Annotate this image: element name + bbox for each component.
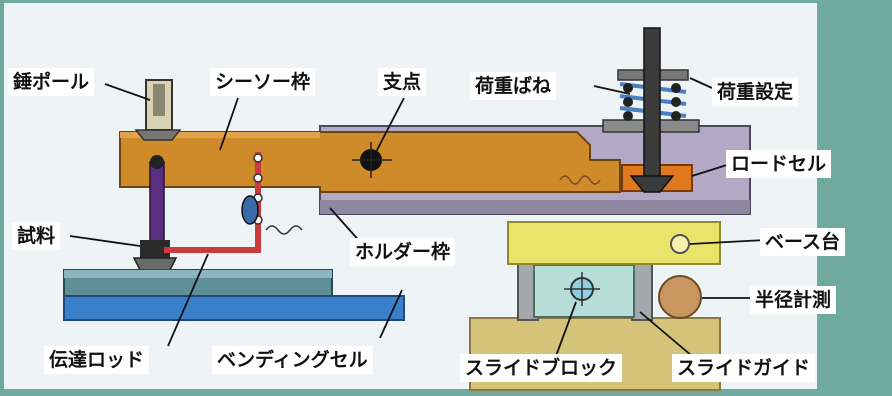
leader-transmission-rod — [167, 253, 209, 347]
label-bending-cell: ベンディングセル — [212, 346, 373, 374]
radius-roller — [658, 275, 702, 319]
leader-load-spring — [593, 85, 631, 95]
label-load-setting: 荷重設定 — [712, 78, 799, 106]
label-specimen: 試料 — [12, 222, 61, 250]
leader-bending-cell — [379, 289, 403, 339]
leader-slide-block — [555, 301, 577, 357]
bending-cell-body — [241, 195, 259, 225]
label-radius-measure: 半径計測 — [750, 286, 837, 314]
leader-fulcrum — [375, 97, 405, 153]
label-hammer-pole: 錘ポール — [8, 68, 95, 96]
label-seesaw-frame: シーソー枠 — [210, 68, 316, 96]
transmission-rod — [164, 152, 261, 253]
label-load-cell: ロードセル — [726, 150, 832, 178]
load-screw — [643, 27, 661, 191]
label-holder-frame: ホルダー枠 — [350, 238, 456, 266]
leader-hammer-pole — [104, 83, 151, 101]
label-slide-guide: スライドガイド — [672, 354, 816, 382]
label-transmission-rod: 伝達ロッド — [44, 346, 150, 374]
holder-frame-shadow — [320, 200, 750, 214]
leader-slide-guide — [639, 311, 693, 357]
label-load-spring: 荷重ばね — [470, 72, 557, 100]
leader-load-setting — [689, 77, 713, 89]
sample-stage-top — [64, 270, 332, 278]
blue-plate — [63, 295, 405, 321]
label-fulcrum: 支点 — [378, 68, 427, 96]
base-stand-pin — [670, 234, 690, 254]
specimen-clamp — [140, 240, 170, 258]
label-base-stand: ベース台 — [760, 228, 846, 256]
leader-base-stand — [689, 239, 766, 245]
leader-specimen — [69, 235, 141, 247]
leader-load-cell — [691, 163, 731, 177]
label-slide-block: スライドブロック — [460, 354, 623, 382]
leader-seesaw-frame — [219, 97, 239, 151]
